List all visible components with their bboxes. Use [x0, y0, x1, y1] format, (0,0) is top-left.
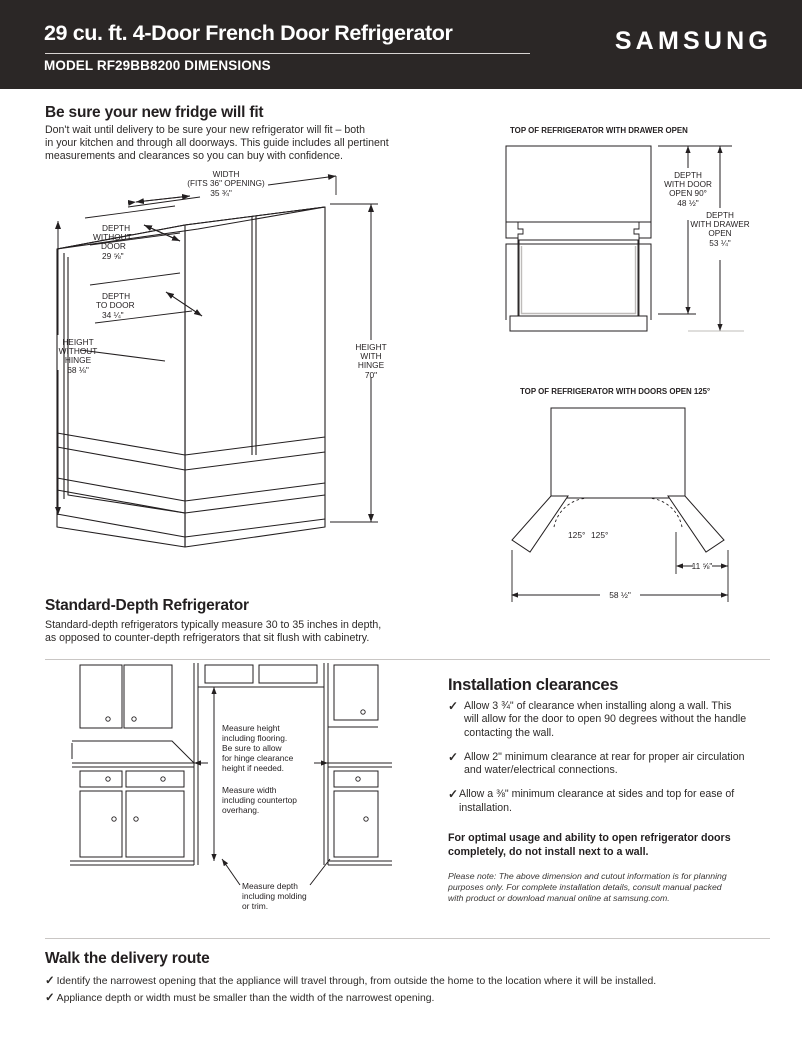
check-icon: ✓ — [45, 992, 55, 1004]
width-value: 35 ¾" — [210, 188, 232, 198]
height-with-hinge-line-3: HINGE — [358, 360, 385, 370]
installation-item-2: ✓ Allow 2" minimum clearance at rear for… — [448, 749, 748, 778]
height-without-hinge-value: 68 ⅛" — [67, 365, 89, 375]
check-icon: ✓ — [448, 749, 459, 764]
height-with-hinge-line-2: WITH — [360, 351, 381, 361]
fit-section-title: Be sure your new fridge will fit — [45, 104, 264, 121]
cutout-width-note-line-3: overhang. — [222, 805, 259, 815]
page-title: 29 cu. ft. 4-Door French Door Refrigerat… — [44, 21, 453, 45]
top-drawer-open-title: TOP OF REFRIGERATOR WITH DRAWER OPEN — [510, 126, 688, 135]
height-without-hinge-line-3: HINGE — [65, 355, 92, 365]
walk-route-item-2-text: Appliance depth or width must be smaller… — [56, 993, 435, 1004]
walk-route-title: Walk the delivery route — [45, 950, 210, 967]
cutout-height-note-line-2: including flooring. — [222, 733, 287, 743]
cutout-depth-note-line-1: Measure depth — [242, 881, 298, 891]
top-doors-open-title: TOP OF REFRIGERATOR WITH DOORS OPEN 125° — [520, 387, 710, 396]
fit-body-line-3: measurements and clearances so you can b… — [45, 150, 343, 163]
height-without-hinge-line-2: WITHOUT — [59, 346, 98, 356]
cutout-width-note-line-1: Measure width — [222, 785, 277, 795]
cutout-height-note-line-4: for hinge clearance — [222, 753, 294, 763]
model-subtitle: MODEL RF29BB8200 DIMENSIONS — [44, 58, 271, 73]
depth-to-door-line-2: TO DOOR — [96, 300, 135, 310]
depth-drawer-open-value: 53 ¼" — [709, 238, 730, 248]
installation-item-3: ✓ Allow a ⅜" minimum clearance at sides … — [448, 788, 748, 815]
top-view-doors-open-diagram: TOP OF REFRIGERATOR WITH DOORS OPEN 125°… — [490, 382, 782, 607]
depth-drawer-open-line-3: OPEN — [708, 229, 731, 238]
angle-left-label: 125° — [568, 530, 585, 540]
check-icon: ✓ — [448, 787, 459, 802]
depth-without-door-line-1: DEPTH — [102, 223, 130, 233]
standard-depth-title: Standard-Depth Refrigerator — [45, 597, 249, 614]
installation-item-1: ✓ Allow 3 ¾" of clearance when installin… — [448, 699, 748, 740]
cutout-width-note-line-2: including countertop — [222, 795, 297, 805]
section-divider-middle — [45, 659, 770, 660]
height-with-hinge-line-1: HEIGHT — [355, 342, 386, 352]
depth-to-door-value: 34 ¼" — [102, 310, 124, 320]
door-projection-value: 11 ⅝" — [692, 561, 713, 571]
walk-route-list: ✓Identify the narrowest opening that the… — [45, 973, 765, 1007]
check-icon: ✓ — [45, 975, 55, 987]
installation-item-3-text: Allow a ⅜" minimum clearance at sides an… — [459, 788, 735, 814]
installation-disclaimer: Please note: The above dimension and cut… — [448, 871, 727, 904]
cutout-height-note-line-3: Be sure to allow — [222, 743, 283, 753]
installation-item-2-text: Allow 2" minimum clearance at rear for p… — [464, 750, 745, 777]
depth-to-door-line-1: DEPTH — [102, 291, 130, 301]
depth-door-open-line-1: DEPTH — [674, 171, 702, 180]
depth-without-door-line-3: DOOR — [101, 241, 126, 251]
depth-without-door-value: 29 ⅝" — [102, 251, 124, 261]
cutout-depth-note-line-3: or trim. — [242, 901, 268, 911]
width-label: WIDTH — [213, 170, 240, 179]
installation-clearance-list: ✓ Allow 3 ¾" of clearance when installin… — [448, 699, 748, 826]
fit-body-line-2: in your kitchen and through all doorways… — [45, 137, 389, 150]
cutout-height-note-line-1: Measure height — [222, 723, 280, 733]
standard-depth-line-1: Standard-depth refrigerators typically m… — [45, 619, 382, 631]
cutout-depth-note-line-2: including molding — [242, 891, 307, 901]
depth-door-open-line-2: WITH DOOR — [664, 180, 712, 189]
refrigerator-isometric-diagram: WIDTH (FITS 36" OPENING) 35 ¾" DEPTH WIT… — [40, 165, 440, 585]
fit-body-line-1: Don't wait until delivery to be sure you… — [45, 124, 365, 136]
depth-door-open-value: 48 ½" — [677, 198, 698, 208]
depth-drawer-open-line-1: DEPTH — [706, 211, 734, 220]
top-view-drawer-open-diagram: TOP OF REFRIGERATOR WITH DRAWER OPEN — [492, 122, 782, 337]
fit-section-body: Don't wait until delivery to be sure you… — [45, 124, 445, 164]
walk-route-item-2: ✓Appliance depth or width must be smalle… — [45, 990, 765, 1007]
height-with-hinge-value: 70" — [365, 370, 377, 380]
standard-depth-body: Standard-depth refrigerators typically m… — [45, 619, 445, 645]
samsung-logo: SAMSUNG — [614, 27, 772, 55]
depth-drawer-open-line-2: WITH DRAWER — [690, 220, 749, 229]
check-icon: ✓ — [448, 699, 459, 713]
installation-title: Installation clearances — [448, 676, 619, 694]
standard-depth-line-2: as opposed to counter-depth refrigerator… — [45, 632, 370, 645]
kitchen-cutout-diagram: Measure height including flooring. Be su… — [62, 663, 422, 925]
header-divider — [45, 53, 530, 54]
depth-door-open-line-3: OPEN 90° — [669, 189, 707, 198]
cutout-height-note-line-5: height if needed. — [222, 763, 284, 773]
angle-right-label: 125° — [591, 530, 608, 540]
height-without-hinge-line-1: HEIGHT — [62, 337, 93, 347]
width-opening-label: (FITS 36" OPENING) — [187, 179, 265, 188]
section-divider-bottom — [45, 938, 770, 939]
page-header: 29 cu. ft. 4-Door French Door Refrigerat… — [0, 0, 802, 89]
depth-without-door-line-2: WITHOUT — [93, 232, 132, 242]
installation-item-1-text: Allow 3 ¾" of clearance when installing … — [464, 700, 747, 739]
walk-route-item-1: ✓Identify the narrowest opening that the… — [45, 973, 765, 990]
walk-route-item-1-text: Identify the narrowest opening that the … — [56, 976, 657, 987]
installation-emphasis: For optimal usage and ability to open re… — [448, 832, 731, 858]
overall-width-value: 58 ½" — [609, 590, 631, 600]
